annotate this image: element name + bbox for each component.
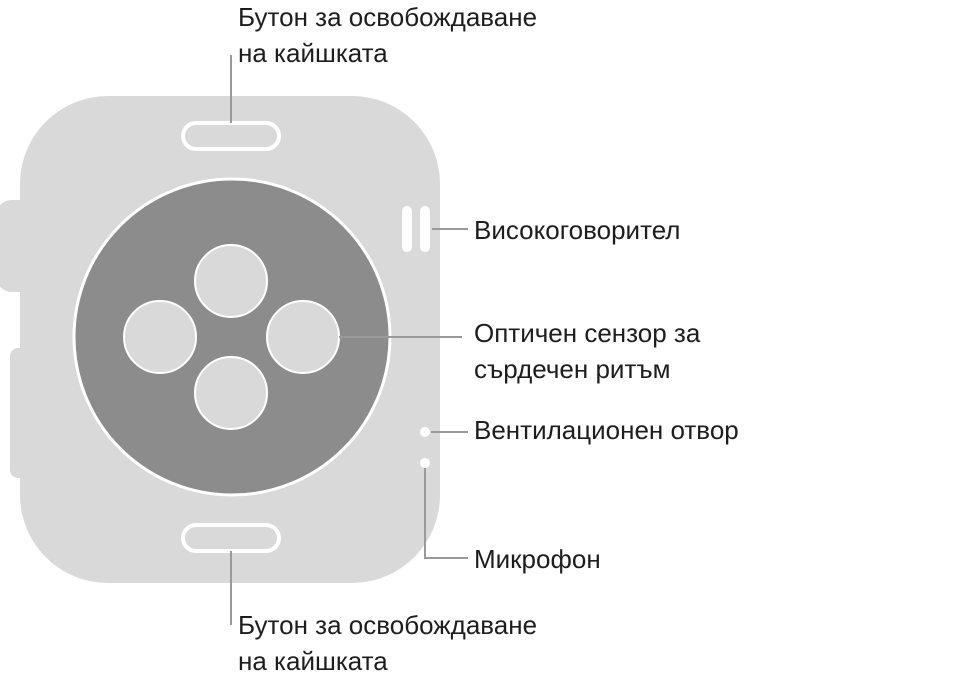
label-heart-rate-sensor-line1: Оптичен сензор за — [474, 318, 701, 348]
label-band-release-top: Бутон за освобождаване на кайшката — [238, 0, 537, 71]
air-vent-dot — [420, 427, 430, 437]
label-air-vent-text: Вентилационен отвор — [474, 415, 739, 445]
leader-line-microphone — [424, 468, 468, 559]
label-speaker-text: Високоговорител — [474, 215, 681, 245]
sensor-lens-right — [266, 300, 340, 374]
speaker-slot-right — [420, 206, 430, 252]
label-air-vent: Вентилационен отвор — [474, 412, 739, 448]
band-release-button-bottom — [181, 523, 281, 553]
sensor-lens-top — [194, 244, 268, 318]
speaker-slot-left — [402, 206, 412, 252]
label-band-release-top-line1: Бутон за освобождаване — [238, 2, 538, 32]
label-band-release-bottom: Бутон за освобождаване на кайшката — [238, 607, 537, 679]
microphone-dot — [420, 458, 430, 468]
label-band-release-bottom-line2: на кайшката — [238, 646, 388, 676]
label-heart-rate-sensor-line2: сърдечен ритъм — [474, 354, 671, 384]
sensor-lens-left — [123, 300, 197, 374]
label-band-release-bottom-line1: Бутон за освобождаване — [238, 610, 538, 640]
label-band-release-top-line2: на кайшката — [238, 38, 388, 68]
label-speaker: Високоговорител — [474, 212, 680, 248]
label-heart-rate-sensor: Оптичен сензор за сърдечен ритъм — [474, 315, 700, 387]
sensor-lens-bottom — [194, 356, 268, 430]
label-microphone: Микрофон — [474, 541, 601, 577]
label-microphone-text: Микрофон — [474, 544, 601, 574]
band-release-button-top — [181, 121, 281, 151]
